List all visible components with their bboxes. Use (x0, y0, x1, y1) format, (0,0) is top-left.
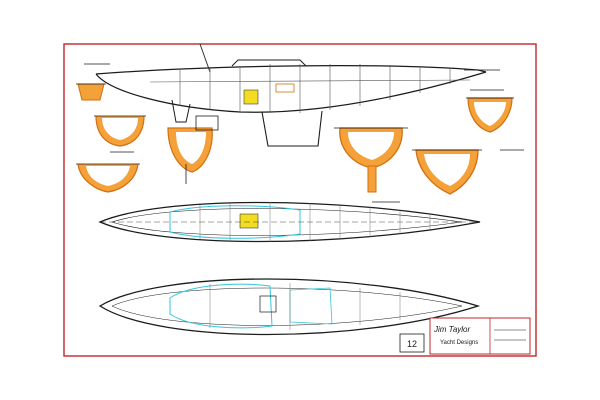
section-left-b (76, 163, 140, 193)
deckhouse (231, 59, 307, 67)
hatch (239, 213, 259, 229)
keel (261, 110, 323, 147)
section-upper-right (466, 97, 514, 133)
designer-logo-subtext: Yacht Designs (440, 340, 478, 346)
saloon-outline (169, 283, 273, 329)
mast (199, 43, 211, 73)
deck-plan (98, 201, 481, 243)
sheer-line (95, 65, 487, 75)
section-left-a (94, 115, 146, 147)
table (259, 295, 277, 313)
deck-box (195, 115, 219, 131)
title-block-frame (429, 317, 531, 355)
sheet-number-box: 12 (399, 333, 425, 353)
title-block: Jim Taylor Yacht Designs (429, 317, 531, 355)
sheet-border (63, 43, 537, 357)
section-right (412, 149, 482, 195)
designer-logo-text: Jim Taylor (433, 325, 470, 334)
accommodation-plan (98, 278, 481, 336)
section-center-left (167, 115, 219, 184)
rudder (171, 99, 191, 123)
tank (275, 83, 295, 93)
section-mid-right (334, 127, 408, 193)
keel-fin (367, 165, 377, 193)
inner-hull-line (111, 287, 463, 326)
section-upper-left (76, 83, 106, 101)
hull-underbody (95, 71, 487, 113)
annotation-marks (84, 63, 524, 203)
cockpit-outline (169, 205, 301, 239)
hull-outline-plan (98, 278, 481, 336)
cabin-sole (149, 79, 471, 83)
inboard-profile (95, 43, 487, 147)
sheet-number: 12 (407, 339, 417, 349)
engine-block (243, 89, 259, 105)
